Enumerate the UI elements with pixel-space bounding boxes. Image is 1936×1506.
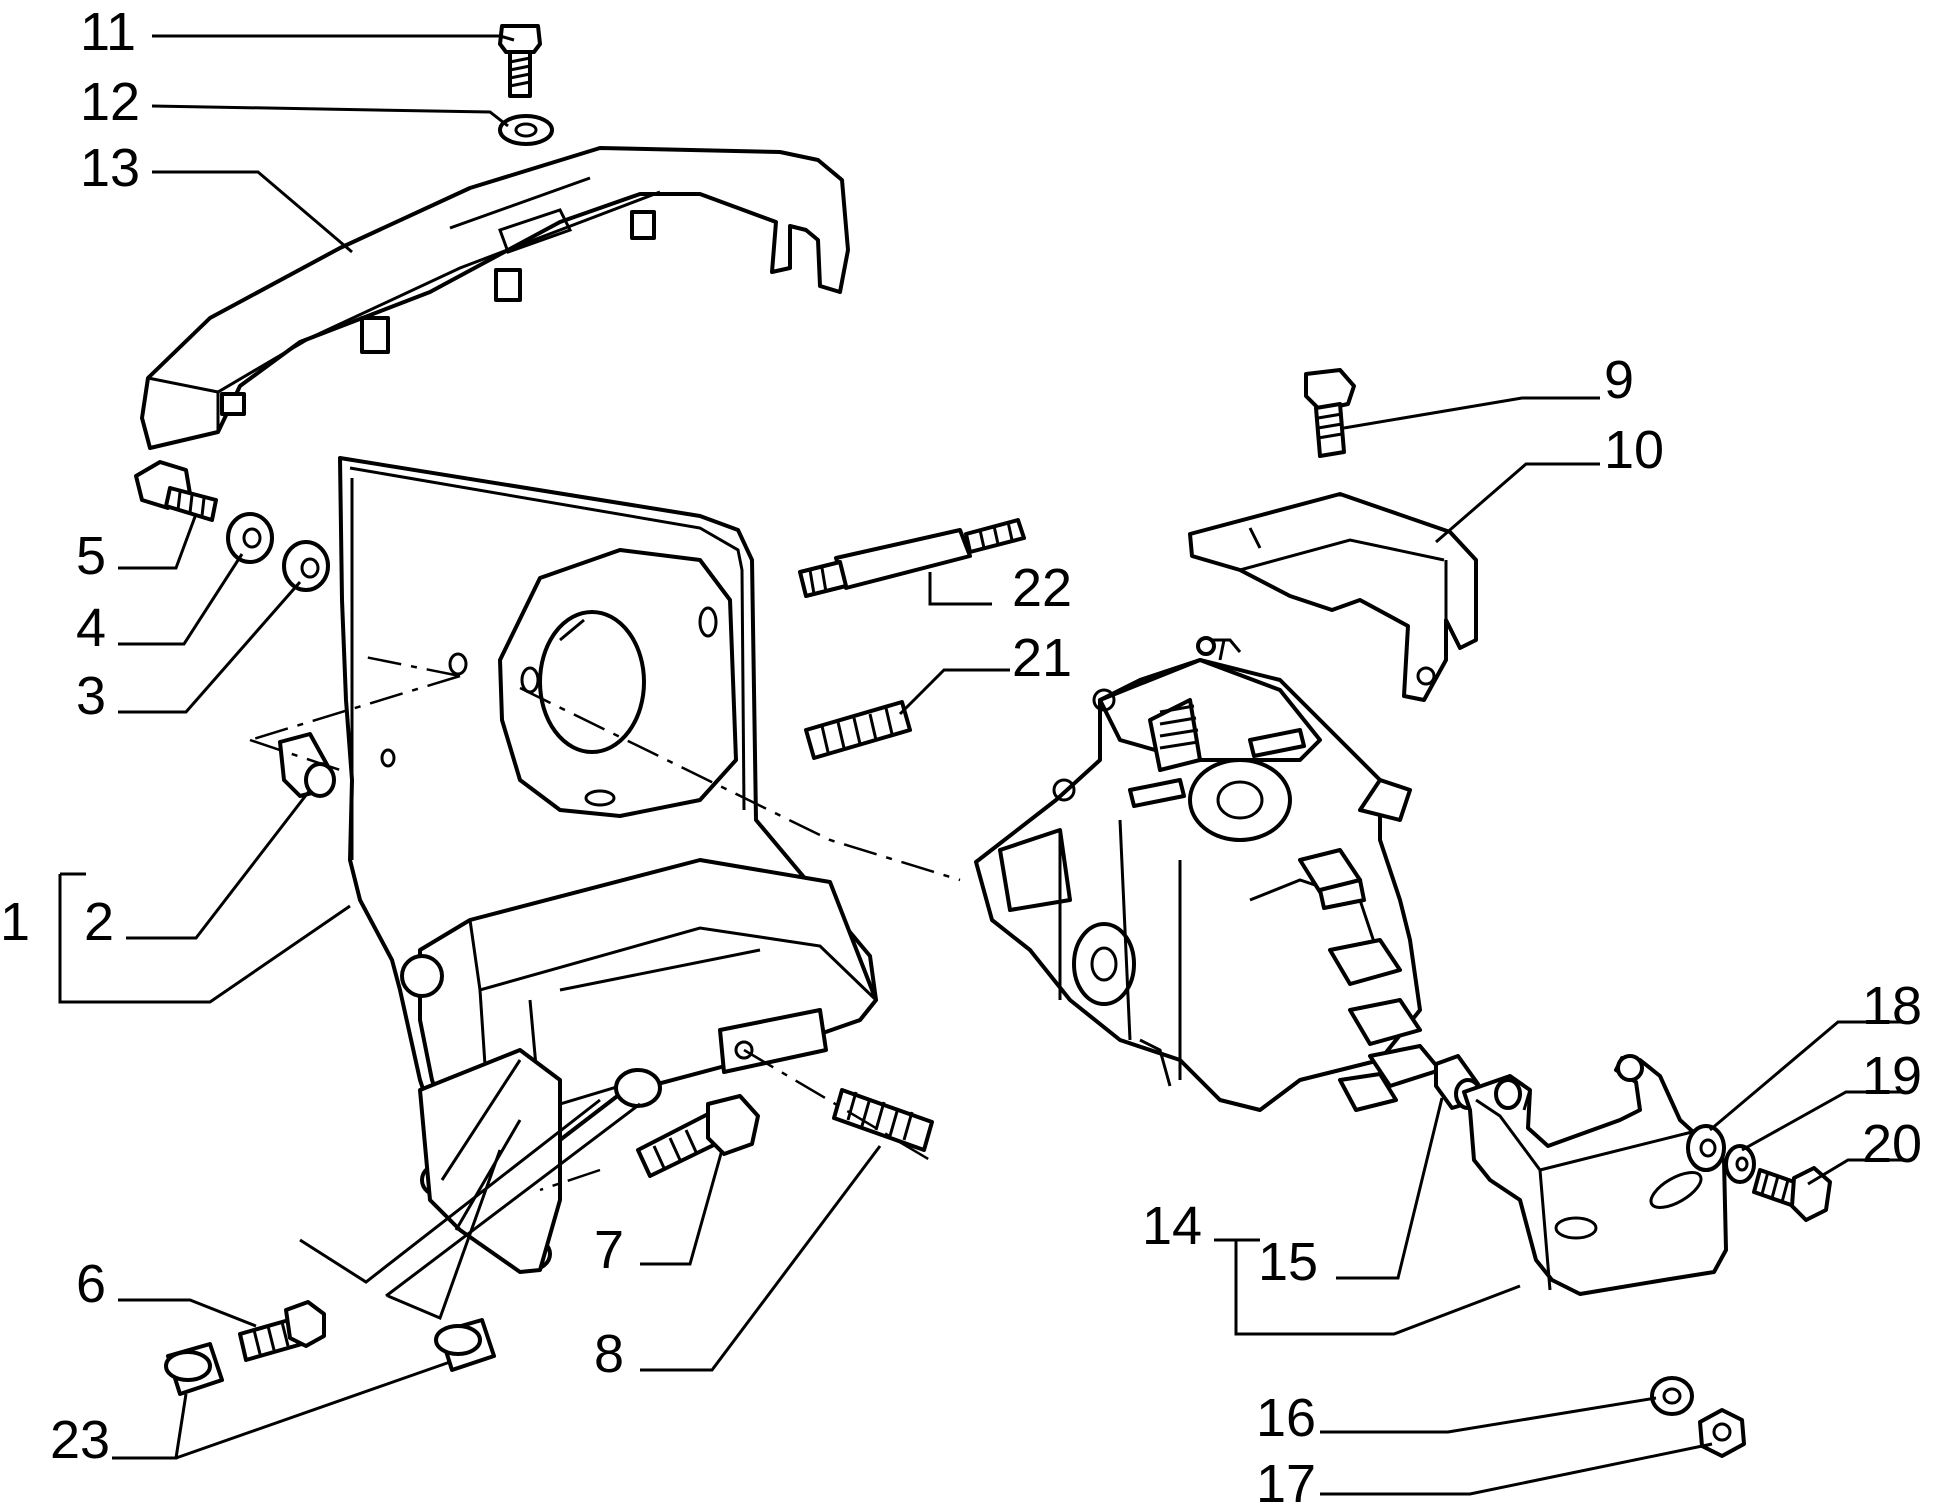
part-6-bolt <box>238 1300 326 1362</box>
part-14-bracket <box>1462 1054 1728 1296</box>
part-19-washer <box>1724 1144 1756 1184</box>
part-16-washer <box>1650 1376 1694 1416</box>
part-13-cover <box>140 146 850 450</box>
leader-lines <box>58 34 1902 1496</box>
part-12-washer <box>498 114 554 146</box>
label-18: 18 <box>1862 976 1922 1036</box>
label-11: 11 <box>80 2 136 62</box>
part-1-bracket <box>338 456 878 1274</box>
part-23-bushing <box>164 1318 496 1396</box>
part-17-nut <box>1698 1408 1746 1458</box>
label-12: 12 <box>80 72 140 132</box>
label-20: 20 <box>1862 1114 1922 1174</box>
label-10: 10 <box>1604 420 1664 480</box>
part-18-washer <box>1686 1124 1726 1172</box>
label-14: 14 <box>1142 1196 1202 1256</box>
part-20-bolt <box>1752 1166 1832 1222</box>
label-1: 1 <box>0 892 30 952</box>
label-9: 9 <box>1604 350 1634 410</box>
label-8: 8 <box>594 1324 624 1384</box>
label-5: 5 <box>76 526 106 586</box>
label-16: 16 <box>1256 1388 1316 1448</box>
part-2-bushing <box>278 732 336 798</box>
label-13: 13 <box>80 138 140 198</box>
label-3: 3 <box>76 666 106 726</box>
part-4-washer <box>226 512 274 564</box>
part-11-bolt <box>498 24 542 98</box>
label-4: 4 <box>76 598 106 658</box>
label-7: 7 <box>594 1220 624 1280</box>
part-22-spacer <box>798 518 1026 598</box>
label-15: 15 <box>1258 1232 1318 1292</box>
label-2: 2 <box>84 892 114 952</box>
part-7-bolt <box>636 1094 760 1178</box>
part-5-bolt <box>134 460 218 522</box>
part-10-bracket <box>1188 492 1478 702</box>
label-6: 6 <box>76 1254 106 1314</box>
part-21-stud <box>804 700 912 760</box>
label-23: 23 <box>50 1410 110 1470</box>
injection-pump <box>974 636 1442 1112</box>
label-22: 22 <box>1012 558 1072 618</box>
part-3-washer <box>282 540 330 592</box>
label-17: 17 <box>1256 1454 1316 1506</box>
part-9-bolt <box>1304 368 1356 458</box>
part-8-stud <box>832 1088 934 1152</box>
label-21: 21 <box>1012 628 1072 688</box>
label-19: 19 <box>1862 1046 1922 1106</box>
alignment-lines <box>249 654 961 1192</box>
